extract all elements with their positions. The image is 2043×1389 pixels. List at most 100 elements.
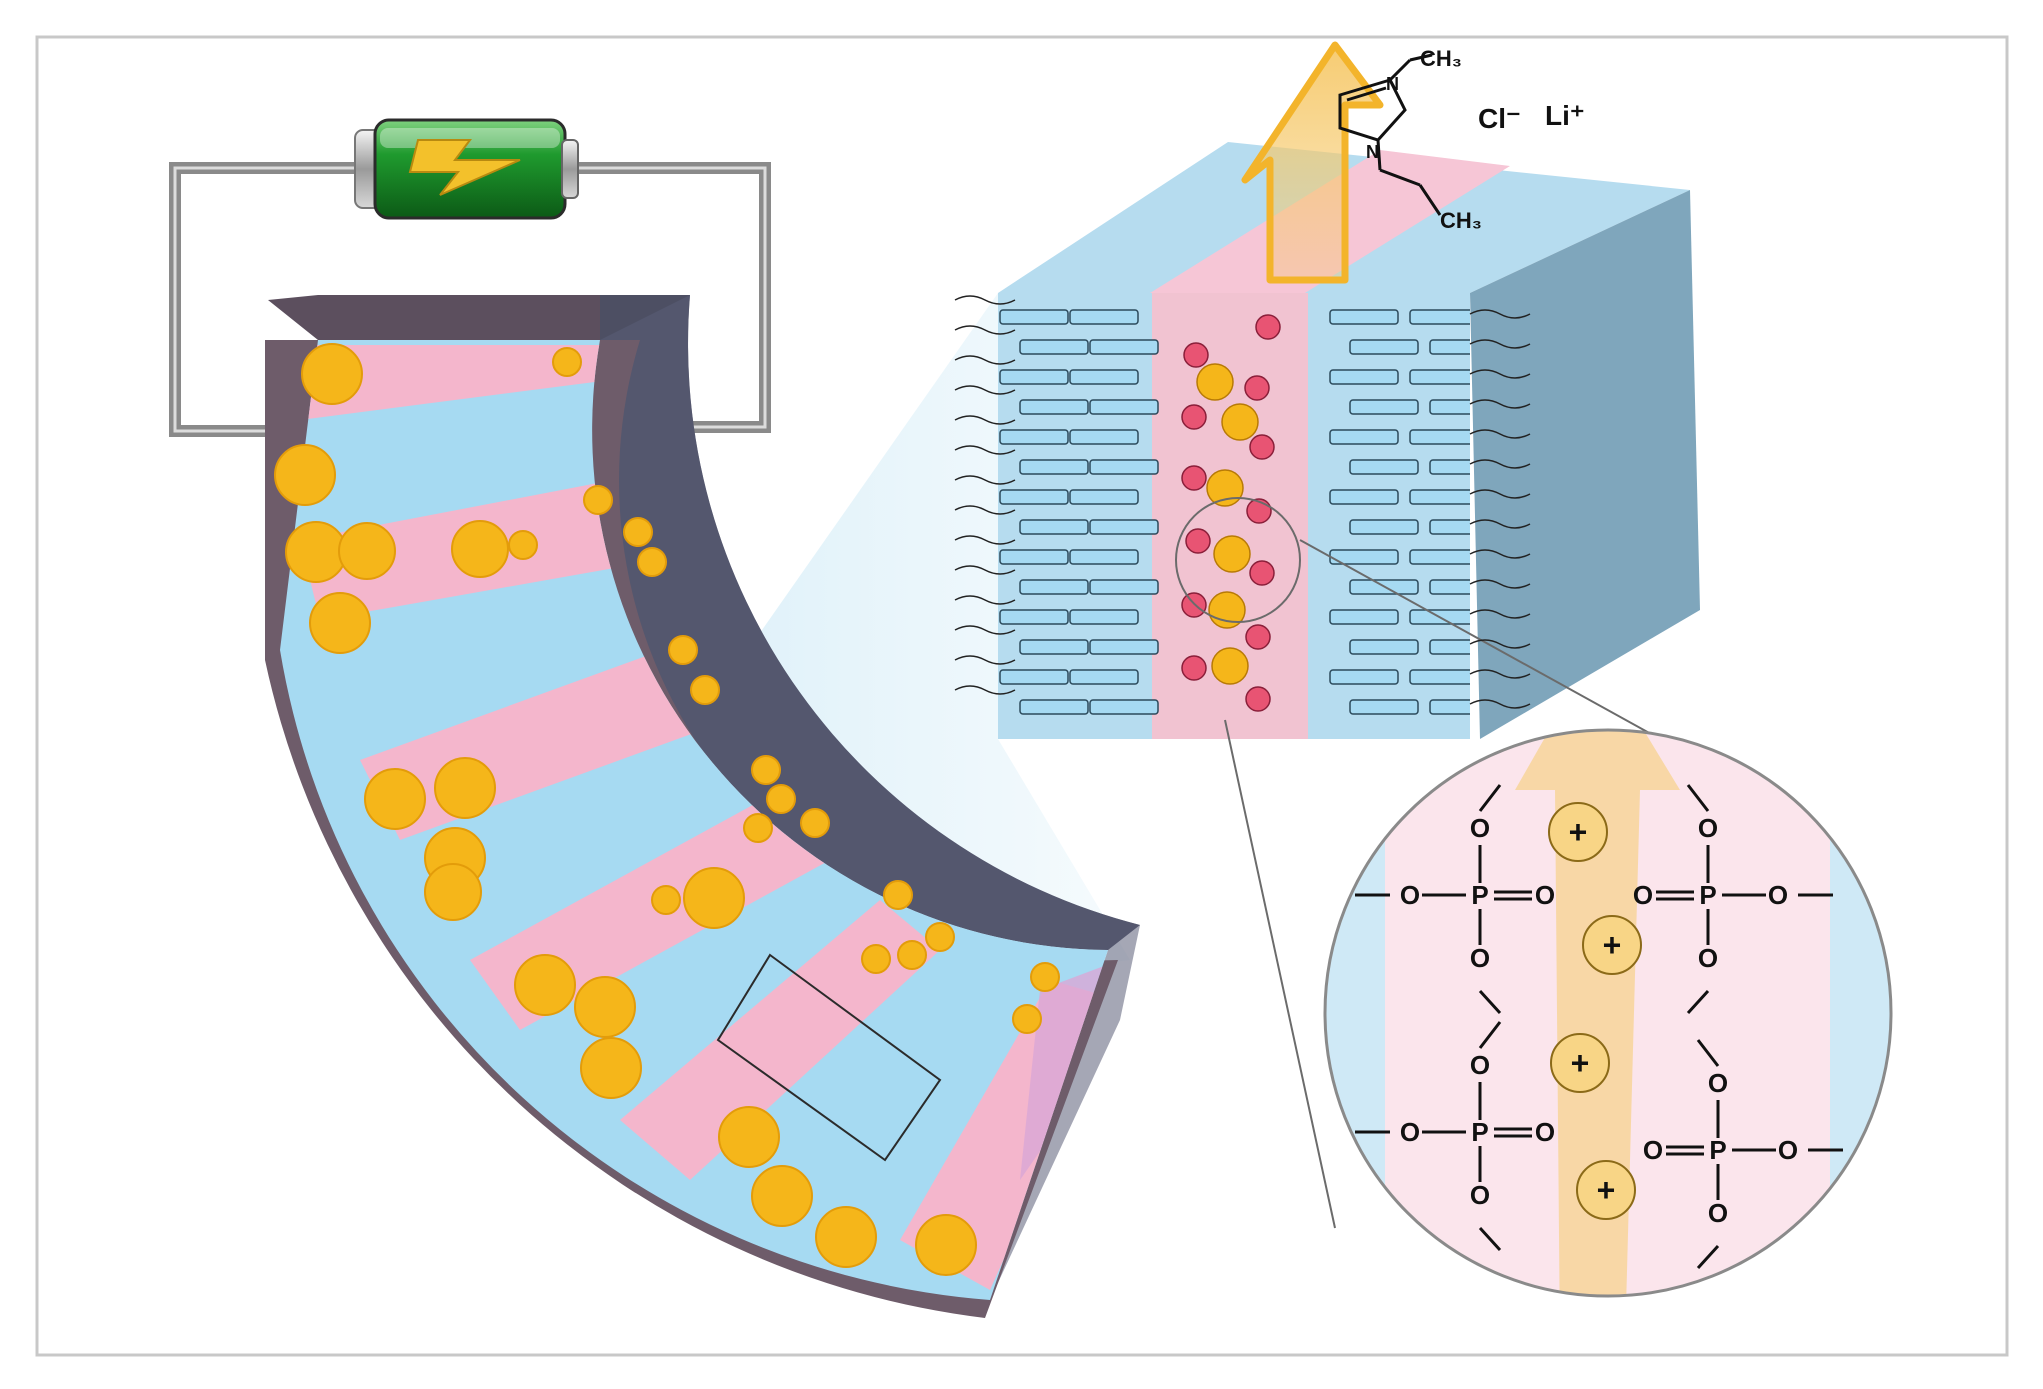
oxygen-atom: O xyxy=(1470,943,1490,973)
up-arrow-icon xyxy=(1241,41,1384,284)
phosphorus-atom: P xyxy=(1471,1117,1488,1147)
chain-tail xyxy=(1469,669,1531,679)
chain-tail xyxy=(1469,309,1531,319)
lightning-bolt-icon xyxy=(408,139,521,196)
chain-tail xyxy=(954,475,1016,485)
chain-rod xyxy=(999,669,1069,685)
ion-channel xyxy=(1181,314,1281,712)
chloride-ion xyxy=(1181,465,1207,491)
ionic-liquid-chains xyxy=(999,309,1470,715)
chain-rod xyxy=(999,549,1069,565)
chain-rod xyxy=(1089,639,1159,655)
chain-rod xyxy=(1069,309,1139,325)
lithium-ion xyxy=(1211,647,1249,685)
zoom-region-box xyxy=(716,953,942,1162)
gold-particles xyxy=(274,343,1060,1276)
oxygen-atom: O xyxy=(1698,943,1718,973)
bond xyxy=(1478,1021,1502,1049)
cation-plus-icon: + xyxy=(1550,1033,1610,1093)
magnify-line-lower xyxy=(1224,719,1336,1229)
chain-rod xyxy=(1429,699,1470,715)
chain-rod xyxy=(1329,669,1399,685)
chain-tail xyxy=(954,505,1016,515)
plus-sign: + xyxy=(1603,927,1622,963)
imidazolium-molecule xyxy=(1338,53,1442,216)
chain-tail xyxy=(1469,339,1531,349)
chain-rod xyxy=(1409,369,1470,385)
chloride-ion xyxy=(1255,314,1281,340)
plus-sign: + xyxy=(1569,814,1588,850)
chain-rod xyxy=(1329,609,1399,625)
plus-sign: + xyxy=(1597,1172,1616,1208)
methyl-bottom-label: CH₃ xyxy=(1440,208,1482,233)
oxygen-atom: O xyxy=(1470,1180,1490,1210)
chain-rod xyxy=(1349,639,1419,655)
cation-plus-icon: + xyxy=(1582,915,1642,975)
chain-tail xyxy=(954,445,1016,455)
oxygen-atom: O xyxy=(1470,1050,1490,1080)
chain-rod xyxy=(1019,519,1089,535)
chain-rod xyxy=(1349,339,1419,355)
phosphorus-atom: P xyxy=(1699,880,1716,910)
chain-rod xyxy=(1429,579,1470,595)
cube-side-face xyxy=(1470,190,1700,739)
lithium-ion xyxy=(1221,403,1259,441)
chain-rod xyxy=(1019,459,1089,475)
chain-rod xyxy=(999,429,1069,445)
cation-plus-icon: + xyxy=(1576,1160,1636,1220)
chain-rod xyxy=(1069,369,1139,385)
oxygen-atom: O xyxy=(1470,813,1490,843)
chloride-ion xyxy=(1249,560,1275,586)
bond xyxy=(1478,989,1502,1015)
oxygen-atom: O xyxy=(1768,880,1788,910)
chain-tail xyxy=(1469,549,1531,559)
chain-rod xyxy=(1089,699,1159,715)
plus-sign: + xyxy=(1571,1045,1590,1081)
chain-tail xyxy=(1469,609,1531,619)
oxygen-atom: O xyxy=(1400,1117,1420,1147)
chloride-ion xyxy=(1185,528,1211,554)
nitrogen-plus-label: N xyxy=(1386,74,1399,94)
bond xyxy=(1478,1226,1502,1252)
chain-tail xyxy=(954,385,1016,395)
bond xyxy=(1478,784,1502,812)
oxygen-atom: O xyxy=(1778,1135,1798,1165)
magnify-source-circle xyxy=(1175,497,1301,623)
chloride-ion xyxy=(1183,342,1209,368)
chain-rod xyxy=(1329,489,1399,505)
bond xyxy=(1686,784,1710,812)
oxygen-atom: O xyxy=(1535,880,1555,910)
chain-rod xyxy=(1409,429,1470,445)
chain-rod xyxy=(1429,639,1470,655)
chain-tail xyxy=(1469,399,1531,409)
chain-rod xyxy=(1429,459,1470,475)
magnify-line-upper xyxy=(1299,539,1681,751)
anion-label: Cl⁻ xyxy=(1478,103,1521,134)
chain-rod xyxy=(1069,489,1139,505)
chain-rod xyxy=(1089,339,1159,355)
chain-rod xyxy=(1409,609,1470,625)
chloride-ion xyxy=(1181,404,1207,430)
chloride-ion xyxy=(1181,655,1207,681)
chain-rod xyxy=(1349,399,1419,415)
chain-tail xyxy=(1469,639,1531,649)
chain-tail xyxy=(954,625,1016,635)
lithium-ion xyxy=(1196,363,1234,401)
chain-tail xyxy=(1469,369,1531,379)
chain-rod xyxy=(1429,519,1470,535)
oxygen-atom: O xyxy=(1698,813,1718,843)
chloride-ion xyxy=(1245,686,1271,712)
chain-rod xyxy=(1069,669,1139,685)
chain-rod xyxy=(1019,339,1089,355)
lithium-ion xyxy=(1213,535,1251,573)
chain-rod xyxy=(1069,549,1139,565)
chain-rod xyxy=(1089,459,1159,475)
lithium-ion xyxy=(1206,469,1244,507)
chain-rod xyxy=(1409,549,1470,565)
